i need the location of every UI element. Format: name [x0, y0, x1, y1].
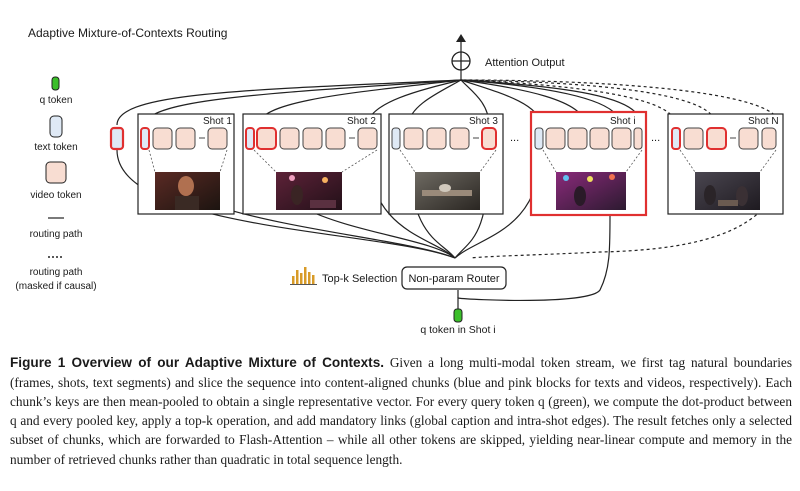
- query-token: [453, 308, 463, 323]
- shot-3-tokens: [391, 127, 497, 150]
- video-frame-4: [556, 172, 626, 210]
- figure-title: Adaptive Mixture-of-Contexts Routing: [28, 26, 227, 40]
- query-token-label: q token in Shot i: [420, 324, 495, 335]
- legend-text-token-swatch: [49, 115, 63, 138]
- shot-i-tokens: [534, 127, 643, 150]
- legend-masked-path-note: (masked if causal): [15, 281, 96, 292]
- caption-text: Given a long multi-modal token stream, w…: [10, 355, 792, 467]
- frame-zoom-guides: [148, 149, 777, 173]
- shot-1-tokens: [140, 127, 228, 150]
- legend-routing-path-label: routing path: [30, 229, 83, 240]
- legend-text-token-label: text token: [34, 142, 77, 153]
- figure-caption: Figure 1 Overview of our Adaptive Mixtur…: [10, 353, 792, 469]
- video-frame-5: [695, 172, 760, 210]
- shot-label-1: Shot 1: [203, 116, 232, 127]
- topk-label: Top-k Selection: [322, 273, 397, 285]
- attention-output-label: Attention Output: [485, 57, 565, 69]
- ellipsis-1: ...: [510, 132, 519, 144]
- video-frame-3: [415, 172, 480, 210]
- shot-label-3: Shot 3: [469, 116, 498, 127]
- video-frame-2: [276, 172, 342, 210]
- shot-n-tokens: [671, 127, 777, 150]
- ellipsis-2: ...: [651, 132, 660, 144]
- legend-video-token-label: video token: [30, 190, 81, 201]
- legend-masked-path-label: routing path: [30, 267, 83, 278]
- legend: q token text token video token routing p…: [15, 76, 97, 292]
- shot-2-tokens: [245, 127, 378, 150]
- legend-q-token-label: q token: [40, 95, 73, 106]
- legend-q-token-swatch: [51, 76, 60, 91]
- video-frame-1: [155, 172, 220, 210]
- global-caption-token: [109, 126, 125, 151]
- topk-bars-icon: [290, 267, 317, 285]
- shot-label-n: Shot N: [748, 116, 779, 127]
- router-label: Non-param Router: [408, 273, 499, 285]
- shot-label-2: Shot 2: [347, 116, 376, 127]
- attention-output-node: [451, 34, 471, 71]
- moc-routing-diagram: Adaptive Mixture-of-Contexts Routing Att…: [15, 26, 784, 335]
- legend-video-token-swatch: [45, 161, 67, 184]
- caption-label: Figure 1 Overview of our Adaptive Mixtur…: [10, 355, 385, 371]
- router-box: [401, 266, 507, 290]
- shot-label-i: Shot i: [610, 116, 636, 127]
